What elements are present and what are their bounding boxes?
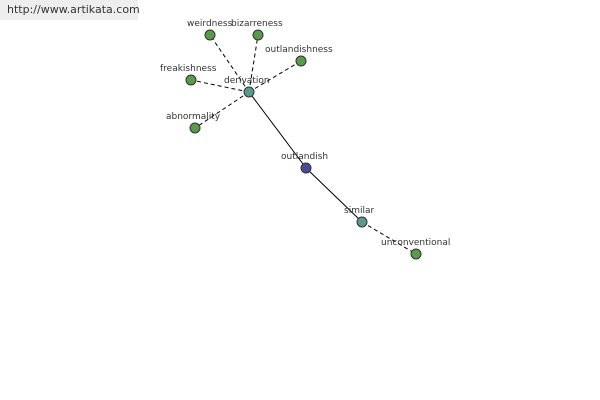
node-label-abnormality[interactable]: abnormality <box>166 112 221 122</box>
edge-derivation-weirdness <box>209 34 250 93</box>
edge-derivation-outlandishness <box>248 60 302 93</box>
node-label-bizarreness[interactable]: bizarreness <box>231 19 283 29</box>
edge-outlandish-similar <box>305 167 363 223</box>
node-freakishness[interactable] <box>185 74 197 86</box>
site-url-link[interactable]: http://www.artikata.com <box>7 3 140 16</box>
node-label-outlandishness[interactable]: outlandishness <box>265 45 333 55</box>
edge-derivation-abnormality <box>194 91 250 129</box>
node-outlandish[interactable] <box>300 162 312 174</box>
edge-similar-unconventional <box>361 221 417 255</box>
node-label-outlandish[interactable]: outlandish <box>281 152 328 162</box>
header-bar: http://www.artikata.com <box>0 0 140 20</box>
node-unconventional[interactable] <box>410 248 422 260</box>
node-outlandishness[interactable] <box>295 55 307 67</box>
node-similar[interactable] <box>356 216 368 228</box>
node-label-freakishness[interactable]: freakishness <box>160 64 217 74</box>
node-label-unconventional[interactable]: unconventional <box>381 238 450 248</box>
node-bizarreness[interactable] <box>252 29 264 41</box>
node-abnormality[interactable] <box>189 122 201 134</box>
node-label-derivation[interactable]: derivation <box>224 76 270 86</box>
edge-derivation-freakishness <box>190 79 250 93</box>
node-label-similar[interactable]: similar <box>344 206 374 216</box>
node-derivation[interactable] <box>243 86 255 98</box>
node-label-weirdness[interactable]: weirdness <box>187 19 233 29</box>
node-weirdness[interactable] <box>204 29 216 41</box>
edge-derivation-bizarreness <box>248 34 259 93</box>
graph-edges <box>190 34 417 255</box>
edge-derivation-outlandish <box>248 91 307 169</box>
graph-nodes <box>185 29 422 260</box>
